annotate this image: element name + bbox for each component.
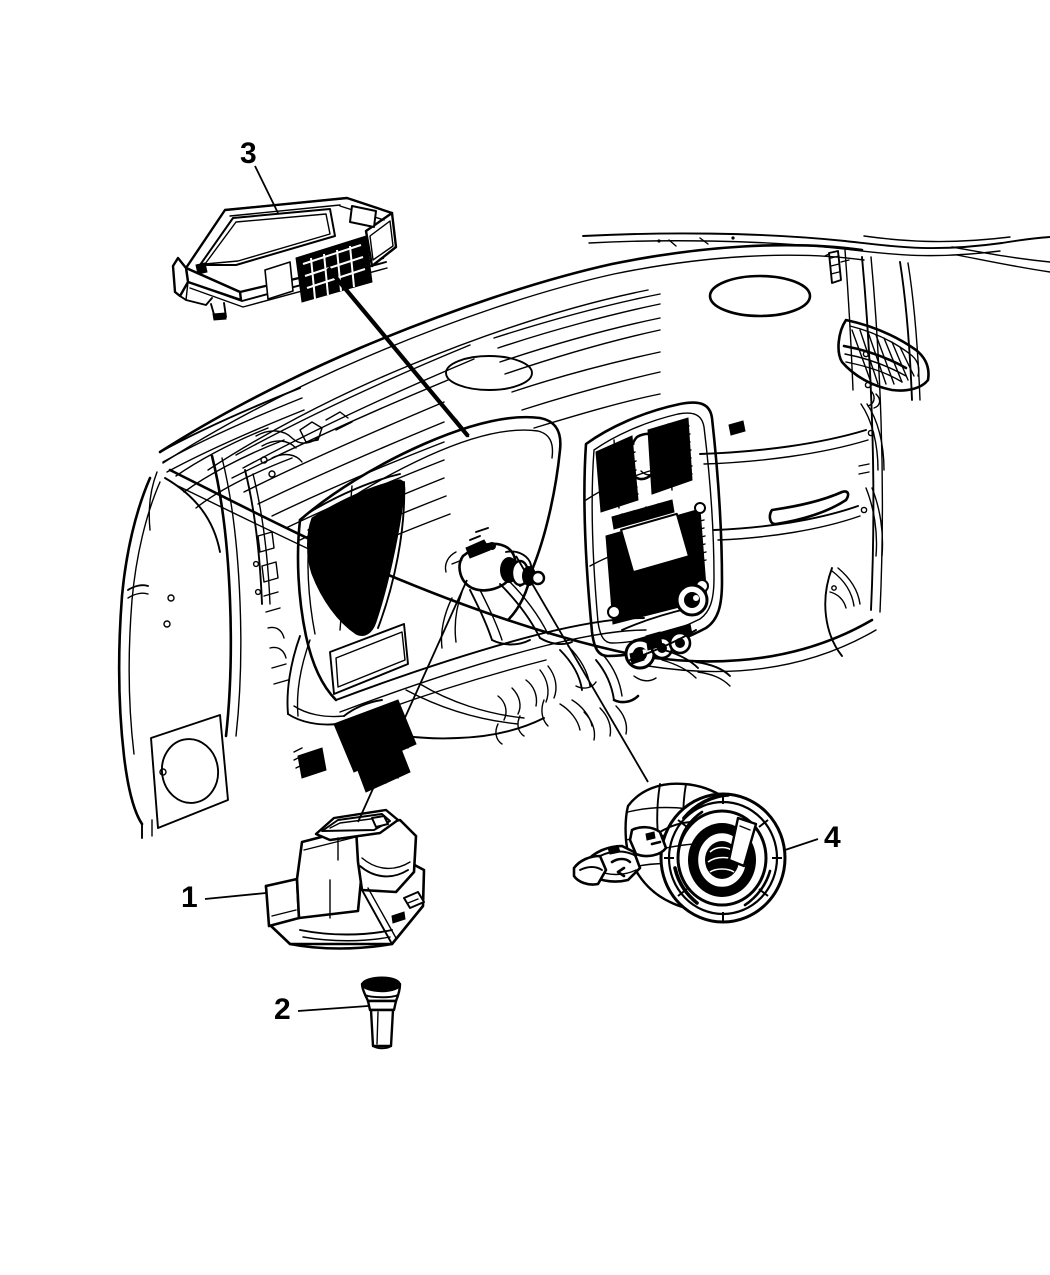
- leader-line-label-4: [784, 838, 819, 851]
- cross-car-beam: [335, 617, 647, 725]
- steering-column-shaft: [440, 527, 573, 649]
- callout-label-3: 3: [240, 137, 257, 170]
- callout-label-1: 1: [181, 881, 198, 914]
- electronic-control-module: [171, 196, 398, 321]
- callout-label-4: 4: [824, 821, 841, 854]
- leader-line-clockspring-to-column: [515, 555, 649, 783]
- cowl-trim-left: [148, 387, 353, 553]
- leader-line-label-1: [204, 892, 267, 900]
- callout-label-2: 2: [274, 993, 291, 1026]
- leader-line-3-to-dash: [326, 266, 470, 438]
- dash-speaker-opening-left: [445, 355, 533, 391]
- dash-speaker-opening: [708, 274, 812, 318]
- right-lower-dash-trim: [824, 403, 885, 657]
- leader-line-column-to-orc: [357, 579, 468, 823]
- occupant-restraint-controller-module: [264, 808, 426, 950]
- leader-line-label-2: [297, 1005, 369, 1012]
- instrument-panel-dashboard: [117, 232, 1050, 839]
- dash-switch-row: [611, 499, 675, 530]
- center-stack-bezel: [583, 401, 724, 670]
- glove-box-door: [699, 429, 869, 541]
- driver-air-vent: [307, 473, 409, 695]
- hazard-switch: [728, 420, 746, 436]
- leader-3-terminus: [454, 418, 470, 438]
- leader-line-label-3: [254, 165, 279, 214]
- clockspring-assembly: [572, 782, 787, 924]
- passenger-air-vent: [837, 318, 930, 409]
- left-kick-panel: [286, 635, 345, 726]
- mounting-bolt: [360, 976, 402, 1050]
- center-air-vents: [595, 417, 693, 513]
- door-panel: [117, 454, 289, 839]
